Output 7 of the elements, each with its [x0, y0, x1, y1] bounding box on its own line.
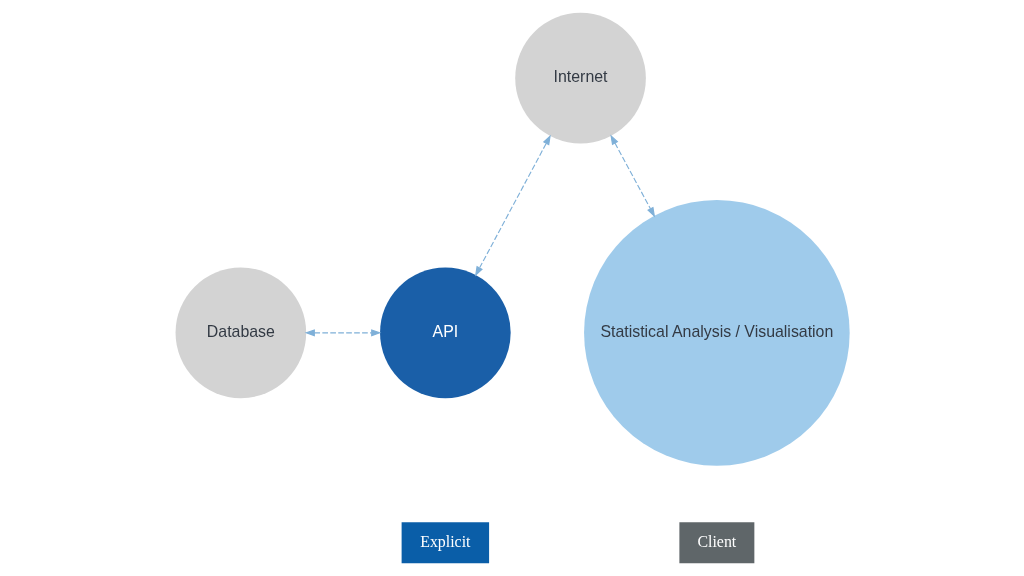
- node-circle: Statistical Analysis / Visualisation: [583, 200, 850, 466]
- arrow: [304, 329, 381, 337]
- node-circle: Database: [175, 267, 306, 399]
- node-box: Explicit: [401, 522, 489, 564]
- arrow: [609, 134, 655, 218]
- node-box: Client: [678, 522, 754, 564]
- arrow: [474, 134, 551, 277]
